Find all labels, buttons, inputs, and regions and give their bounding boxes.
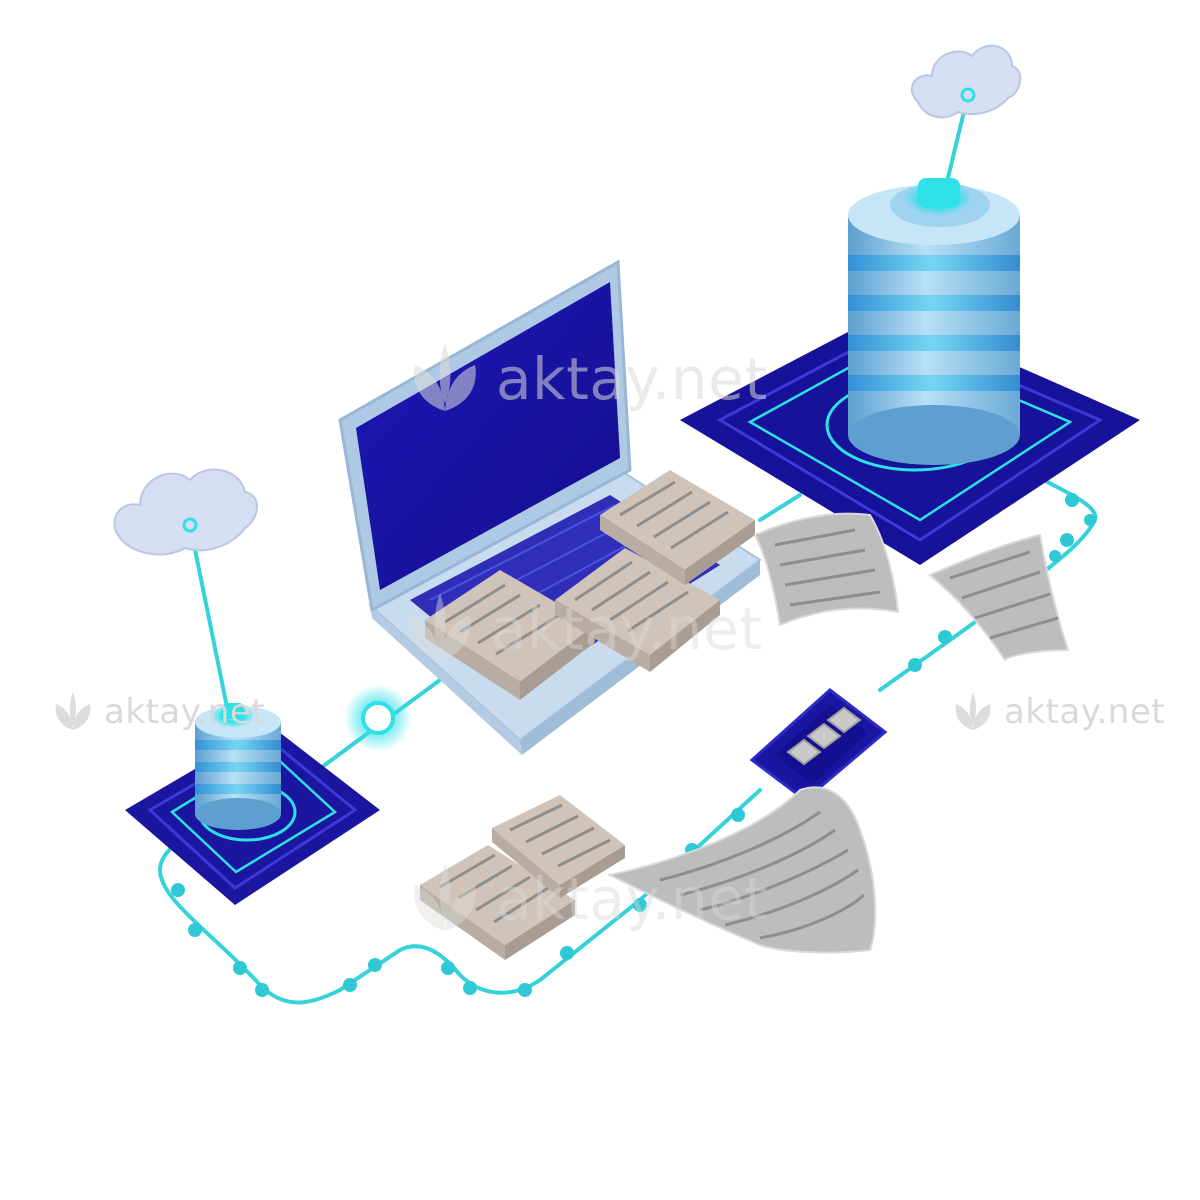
right-server-icon: [848, 178, 1020, 465]
phone-icon: [749, 688, 888, 802]
document-stack-3: [600, 470, 755, 585]
document-stack-5: [492, 795, 625, 898]
right-cloud-icon: [910, 44, 1022, 119]
connector-node: [344, 684, 412, 752]
floating-document-1: [753, 512, 900, 627]
cable-laptop-server-right: [758, 493, 802, 522]
cable-cloud-left: [188, 523, 230, 714]
left-cloud-icon: [113, 468, 258, 556]
floating-document-2: [928, 533, 1070, 662]
curved-document: [607, 786, 877, 954]
cable-beads: [171, 493, 1096, 997]
document-stack-4: [420, 845, 575, 960]
document-stack-2: [555, 548, 720, 672]
document-stack-1: [425, 570, 595, 700]
left-server-icon: [195, 703, 281, 830]
